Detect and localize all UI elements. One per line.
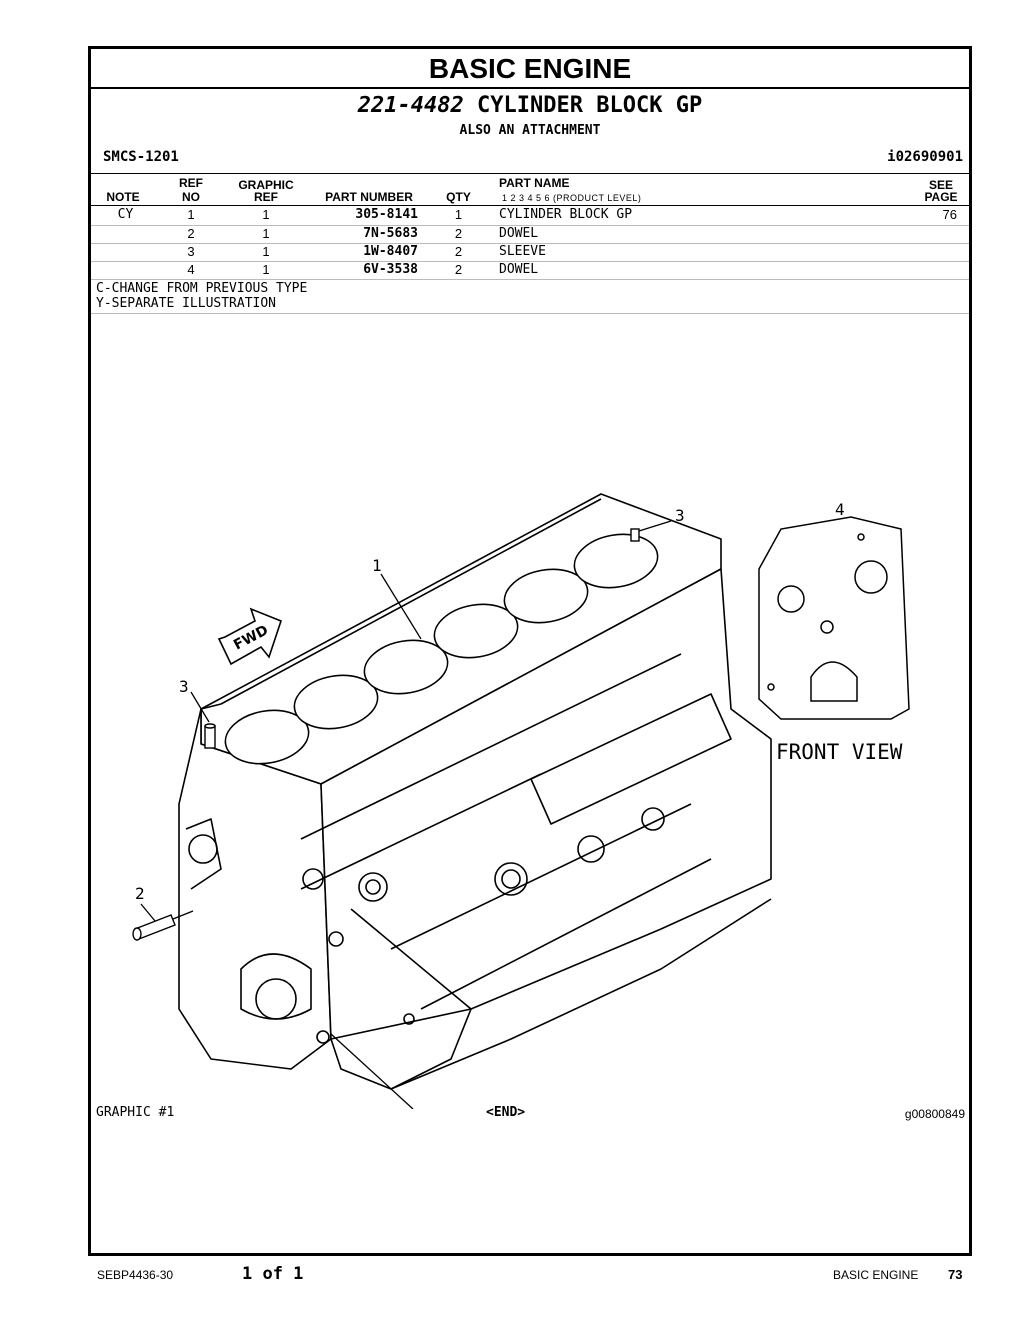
graphic-reference: g00800849 xyxy=(904,1107,965,1121)
row-divider xyxy=(91,279,969,280)
smcs-code: SMCS-1201 xyxy=(103,149,179,165)
note-separate: Y-SEPARATE ILLUSTRATION xyxy=(96,296,277,311)
note-change: C-CHANGE FROM PREVIOUS TYPE xyxy=(96,281,308,296)
callout-3-top: 3 xyxy=(675,506,685,525)
col-note-header: NOTE xyxy=(106,190,140,204)
footer-section: BASIC ENGINE xyxy=(833,1268,919,1282)
row-note: CY xyxy=(117,207,134,222)
row-divider xyxy=(91,261,969,262)
row-ref: 4 xyxy=(187,262,195,277)
row-ref: 3 xyxy=(187,244,195,259)
col-see-page-header-top: SEE xyxy=(928,178,953,192)
front-view-inset xyxy=(758,516,910,720)
row-part-number[interactable]: 305-8141 xyxy=(355,207,418,222)
table-top-rule xyxy=(91,173,969,174)
row-graphic: 1 xyxy=(262,226,270,241)
col-part-number-header: PART NUMBER xyxy=(325,190,413,204)
table-header-rule xyxy=(91,205,969,206)
document-id: i02690901 xyxy=(887,149,963,165)
fwd-arrow-icon: FWD xyxy=(217,607,282,666)
row-divider xyxy=(91,225,969,226)
page-frame: BASIC ENGINE 221-4482 CYLINDER BLOCK GP … xyxy=(88,46,972,1256)
row-part-number[interactable]: 1W-8407 xyxy=(363,244,418,259)
group-number: 221-4482 xyxy=(357,93,464,118)
row-ref: 1 xyxy=(187,207,195,222)
callout-1: 1 xyxy=(372,556,382,575)
row-part-name: DOWEL xyxy=(499,226,539,241)
cylinder-block-illustration: 1 2 2 3 3 4 4 FWD FRONT VIEW xyxy=(132,493,910,1109)
row-part-name: CYLINDER BLOCK GP xyxy=(499,207,633,222)
footer-page-number: 73 xyxy=(948,1267,963,1282)
notes-divider xyxy=(91,313,969,314)
row-divider xyxy=(91,243,969,244)
row-ref: 2 xyxy=(187,226,195,241)
col-part-name-header: PART NAME xyxy=(499,176,570,190)
callout-3-left: 3 xyxy=(179,677,189,696)
row-qty: 2 xyxy=(454,262,463,277)
row-graphic: 1 xyxy=(262,244,270,259)
col-qty-header: QTY xyxy=(446,190,471,204)
row-qty: 1 xyxy=(454,207,463,222)
col-graphic-header-top: GRAPHIC xyxy=(238,178,294,192)
end-marker: <END> xyxy=(486,1105,526,1120)
col-graphic-header-bottom: REF xyxy=(254,190,278,204)
row-part-number[interactable]: 6V-3538 xyxy=(363,262,418,277)
graphic-number: GRAPHIC #1 xyxy=(96,1105,175,1120)
row-graphic: 1 xyxy=(262,207,270,222)
group-title: 221-4482 CYLINDER BLOCK GP xyxy=(91,93,969,118)
group-name: CYLINDER BLOCK GP xyxy=(477,93,703,118)
callout-4-top: 4 xyxy=(835,500,845,519)
col-ref-header-top: REF xyxy=(179,176,203,190)
section-title: BASIC ENGINE xyxy=(91,49,969,89)
row-part-name: DOWEL xyxy=(499,262,539,277)
front-view-label: FRONT VIEW xyxy=(776,740,903,764)
group-subtitle: ALSO AN ATTACHMENT xyxy=(459,123,601,138)
callout-2-left: 2 xyxy=(135,884,145,903)
footer-page-of: 1 of 1 xyxy=(242,1264,304,1284)
footer-doc-number: SEBP4436-30 xyxy=(97,1268,174,1282)
product-level-header: 1 2 3 4 5 6 (PRODUCT LEVEL) xyxy=(502,193,642,203)
row-see-page[interactable]: 76 xyxy=(942,207,957,222)
row-part-number[interactable]: 7N-5683 xyxy=(363,226,418,241)
col-see-page-header-bottom: PAGE xyxy=(924,190,958,204)
row-qty: 2 xyxy=(454,226,463,241)
col-ref-header-bottom: NO xyxy=(182,190,200,204)
row-qty: 2 xyxy=(454,244,463,259)
row-part-name: SLEEVE xyxy=(499,244,546,259)
row-graphic: 1 xyxy=(262,262,270,277)
